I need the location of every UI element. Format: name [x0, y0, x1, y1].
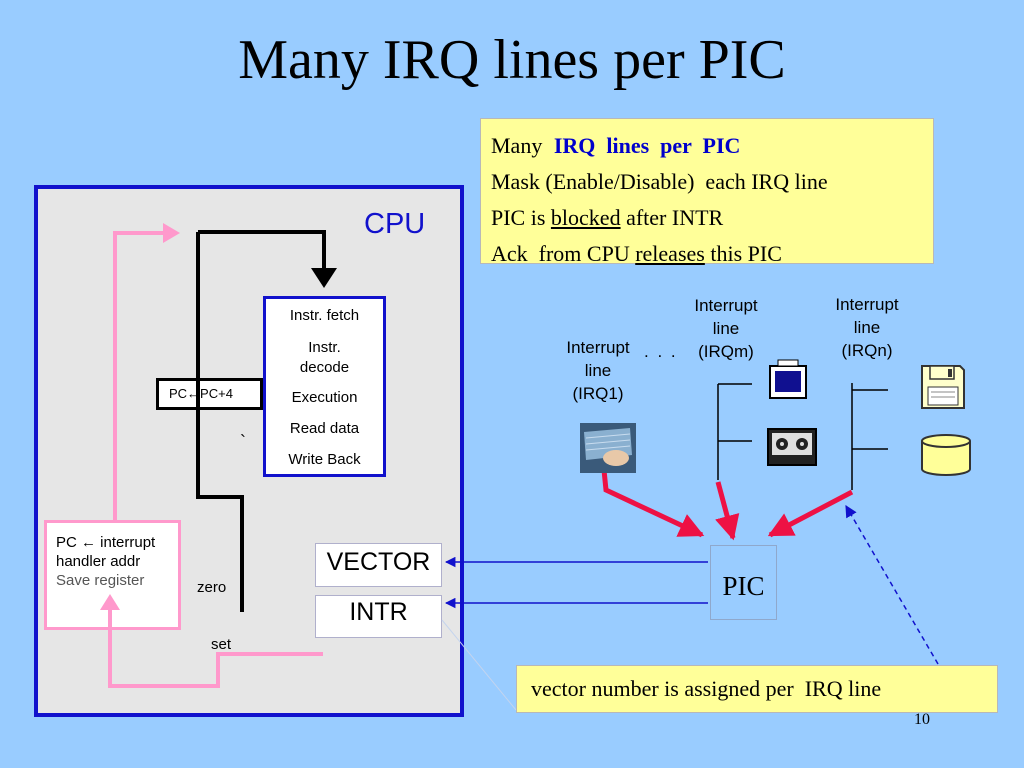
- info-line-4-underlined: releases: [635, 241, 705, 266]
- handler-line-3: Save register: [56, 572, 145, 589]
- info-line-2: Mask (Enable/Disable) each IRQ line: [491, 169, 828, 194]
- irq1-label-line2: line: [584, 361, 612, 380]
- irqm-label: Interrupt line (IRQm): [676, 294, 776, 363]
- intr-callout-line: [441, 619, 517, 711]
- pic-to-cpu-arrows: [444, 556, 708, 609]
- info-line-3: PIC is blocked after INTR: [491, 200, 923, 236]
- info-line-1-highlight: IRQ lines per PIC: [553, 133, 741, 158]
- slide-title: Many IRQ lines per PIC: [238, 29, 786, 91]
- irqm-label-line1: Interrupt: [694, 296, 758, 315]
- stage-instr-fetch: Instr. fetch: [289, 307, 360, 324]
- info-line-4: Ack from CPU releases this PIC: [491, 236, 923, 272]
- info-line-1: Many IRQ lines per PIC: [491, 128, 923, 164]
- stage-read-data: Read data: [289, 420, 360, 437]
- irqn-label-line3: (IRQn): [841, 341, 893, 360]
- handler-line-1: PC ← interrupt: [56, 534, 156, 551]
- control-flow-path: [196, 230, 337, 612]
- info-line-1-prefix: Many: [491, 133, 543, 158]
- irq1-label: Interrupt line (IRQ1): [548, 336, 648, 405]
- pic-box: PIC: [710, 545, 777, 620]
- tape-drive-icon: [767, 428, 817, 466]
- cpu-label: CPU: [364, 208, 426, 240]
- tick-mark: `: [240, 432, 246, 452]
- info-box: Many IRQ lines per PIC Mask (Enable/Disa…: [480, 118, 934, 266]
- irqn-label-line1: Interrupt: [835, 295, 899, 314]
- irqn-label: Interrupt line (IRQn): [817, 293, 917, 362]
- monitor-icon: [769, 359, 807, 399]
- set-label: set: [211, 636, 232, 653]
- info-line-4-prefix: Ack from CPU: [491, 241, 630, 266]
- disk-cylinder-icon: [921, 434, 971, 476]
- irqn-label-line2: line: [853, 318, 881, 337]
- info-line-4-suffix: this PIC: [710, 241, 782, 266]
- stage-decode: decode: [299, 359, 350, 376]
- irqm-label-line3: (IRQm): [698, 342, 754, 361]
- irq-bus-lines: [717, 383, 888, 490]
- vector-note-pointer: [845, 504, 939, 665]
- interrupt-handler-box: PC ← interrupt handler addr Save registe…: [44, 520, 181, 630]
- handler-line-2: handler addr: [56, 553, 141, 570]
- stage-write-back: Write Back: [288, 451, 361, 468]
- stage-instr: Instr.: [308, 339, 341, 356]
- pc-increment-box: PC←PC+4: [156, 378, 263, 410]
- keyboard-icon: [580, 423, 636, 473]
- handler-return-path: [100, 223, 323, 688]
- floppy-disk-icon: [921, 365, 965, 409]
- vector-note: vector number is assigned per IRQ line: [516, 665, 998, 713]
- info-line-3-underlined: blocked: [550, 205, 621, 230]
- irq-to-pic-arrows: [601, 469, 854, 541]
- irq-ellipsis: . . .: [644, 342, 678, 361]
- intr-register: INTR: [315, 595, 442, 638]
- irq1-label-line3: (IRQ1): [572, 384, 624, 403]
- irq1-label-line1: Interrupt: [566, 338, 630, 357]
- pipeline-stages-box: Instr. fetch Instr. decode Execution Rea…: [263, 296, 386, 477]
- page-number: 10: [914, 711, 930, 728]
- vector-register: VECTOR: [315, 543, 442, 587]
- stage-execution: Execution: [291, 389, 358, 406]
- info-line-3-suffix: after INTR: [626, 205, 724, 230]
- info-line-3-prefix: PIC is: [491, 205, 546, 230]
- zero-label: zero: [197, 579, 227, 596]
- irqm-label-line2: line: [712, 319, 740, 338]
